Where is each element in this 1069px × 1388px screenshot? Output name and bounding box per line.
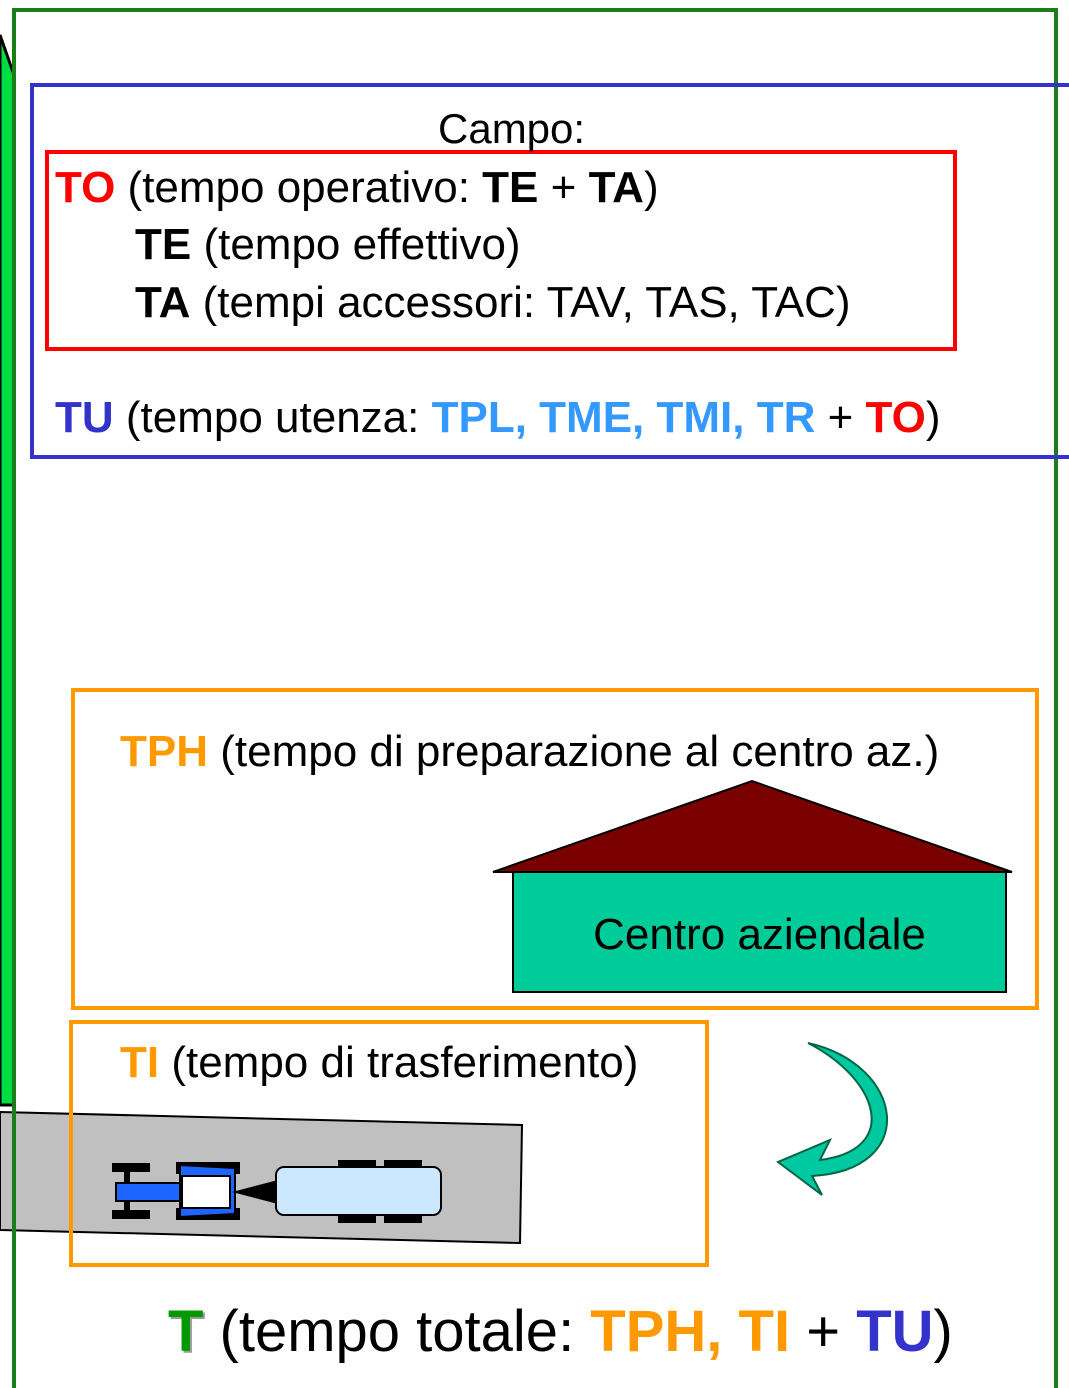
to-ta: TA: [588, 163, 644, 212]
tu-parts: TPL, TME, TMI, TR: [431, 393, 816, 442]
tu-to: TO: [865, 393, 926, 442]
outer-frame: [12, 8, 1058, 1388]
tanker-trailer-icon: [275, 1160, 442, 1223]
ti-line: TI (tempo di trasferimento): [120, 1041, 638, 1085]
ti-desc: (tempo di trasferimento): [159, 1038, 639, 1087]
te-desc: (tempo effettivo): [191, 220, 521, 269]
to-close: ): [643, 163, 659, 212]
tu-line: TU (tempo utenza: TPL, TME, TMI, TR + TO…: [55, 396, 940, 440]
building-label: Centro aziendale: [593, 910, 926, 959]
curved-arrow-icon: [776, 1042, 888, 1196]
tu-close: ): [925, 393, 941, 442]
tph-line: TPH (tempo di preparazione al centro az.…: [120, 730, 939, 774]
to-te: TE: [482, 163, 539, 212]
ti-abbr: TI: [120, 1038, 160, 1087]
tractor-icon: [112, 1162, 278, 1220]
te-abbr: TE: [135, 220, 192, 269]
ti-box: [69, 1020, 709, 1267]
total-abbr: T: [168, 1299, 204, 1364]
tu-desc: (tempo utenza:: [113, 393, 432, 442]
total-tu: TU: [856, 1299, 934, 1364]
tph-abbr: TPH: [120, 727, 208, 776]
to-abbr: TO: [55, 163, 116, 212]
total-plus: +: [790, 1299, 857, 1364]
to-box: [45, 150, 957, 351]
total-close: ): [933, 1299, 953, 1364]
tph-box: [71, 688, 1039, 1010]
tu-abbr: TU: [55, 393, 114, 442]
total-desc: (tempo totale:: [203, 1299, 591, 1364]
tph-desc: (tempo di preparazione al centro az.): [208, 727, 940, 776]
to-line: TO (tempo operativo: TE + TA): [55, 166, 659, 210]
ta-line: TA (tempi accessori: TAV, TAS, TAC): [135, 281, 851, 325]
campo-title: Campo:: [438, 105, 586, 152]
te-line: TE (tempo effettivo): [135, 223, 521, 267]
ta-abbr: TA: [135, 278, 191, 327]
tu-plus: +: [815, 393, 866, 442]
campo-box: [30, 83, 1069, 459]
to-plus: +: [538, 163, 589, 212]
building-wall: [512, 871, 1007, 993]
total-line: T (tempo totale: TPH, TI + TU): [168, 1303, 953, 1361]
total-parts: TPH, TI: [590, 1299, 791, 1364]
ta-desc: (tempi accessori: TAV, TAS, TAC): [190, 278, 851, 327]
to-desc: (tempo operativo:: [115, 163, 483, 212]
